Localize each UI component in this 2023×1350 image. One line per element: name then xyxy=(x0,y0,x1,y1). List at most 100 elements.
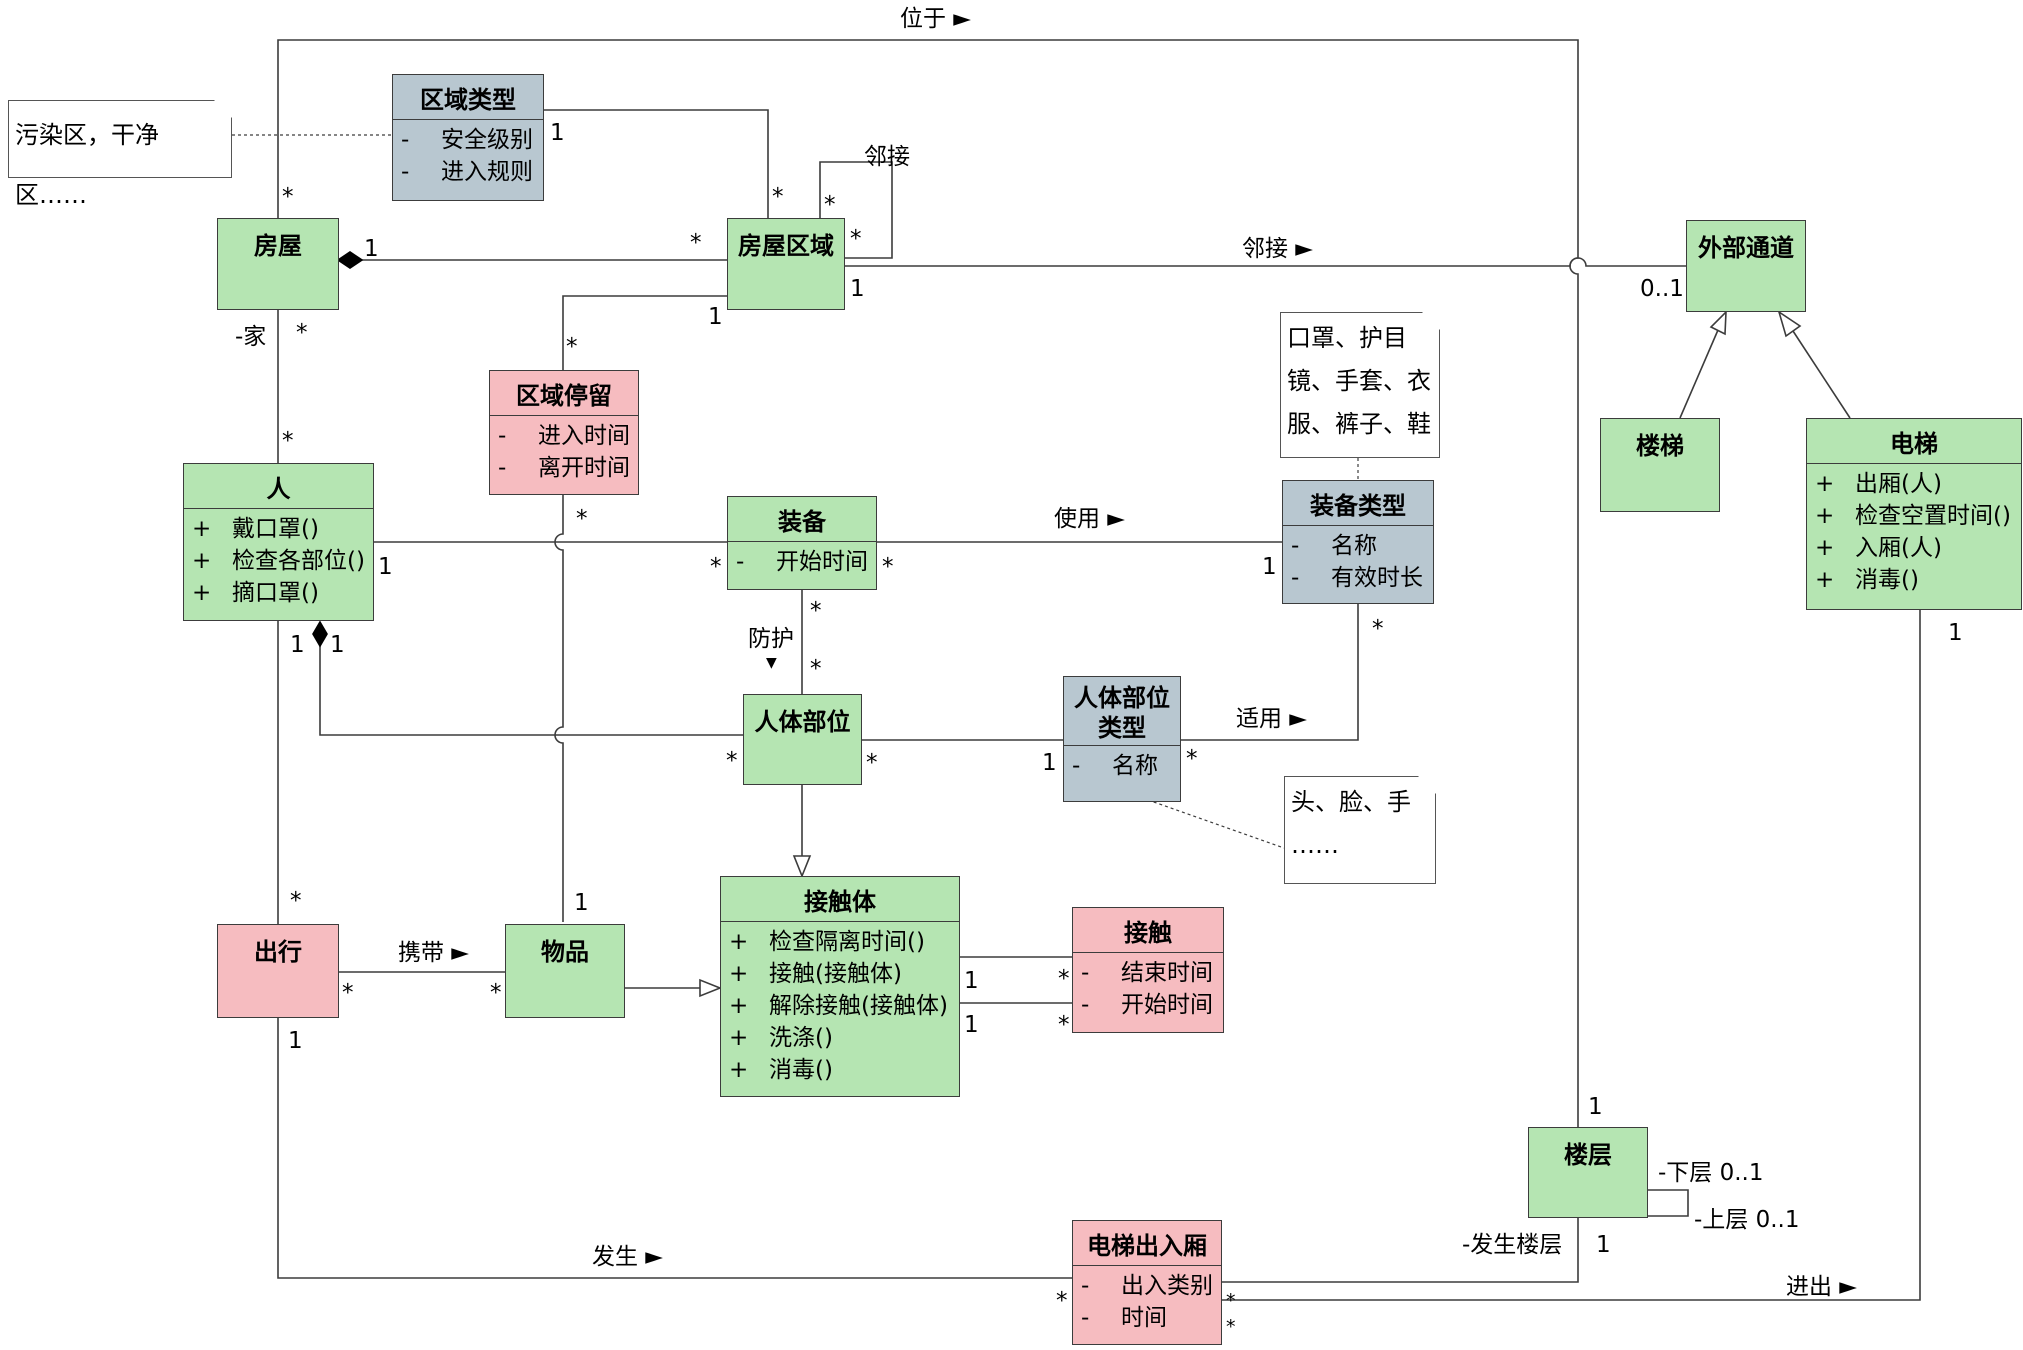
op-visibility: + xyxy=(729,1025,749,1051)
assoc-label-fanghu: 防护 xyxy=(748,626,794,652)
mult-fangwu-comp-1: 1 xyxy=(364,236,379,262)
attr-name: 有效时长 xyxy=(1331,565,1423,591)
assoc-louceng-xiang-line xyxy=(1222,1218,1579,1283)
class-quyu-tingliu[interactable]: 区域停留 -进入时间 -离开时间 xyxy=(489,370,639,495)
note-buwei-liebiao: 头、脸、手 …… xyxy=(1284,775,1437,884)
mult-quyu-right-1: 1 xyxy=(850,276,865,302)
class-renti-buwei-leixing[interactable]: 人体部位类型 -名称 xyxy=(1063,676,1181,802)
note-wuran: 污染区，干净区…… xyxy=(8,99,233,209)
attr-name: 时间 xyxy=(1121,1305,1167,1331)
mult-jiechu-left-1b: 1 xyxy=(964,1012,979,1038)
class-dianti[interactable]: 电梯 +出厢(人) +检查空置时间() +入厢(人) +消毒() xyxy=(1806,418,2022,610)
op-name: 消毒() xyxy=(769,1057,833,1083)
attr-name: 开始时间 xyxy=(776,549,868,575)
role-jia: -家 xyxy=(235,324,267,350)
gen-triangle-wupin xyxy=(699,978,723,998)
class-jiechu[interactable]: 接触 -结束时间 -开始时间 xyxy=(1072,907,1224,1033)
attr-visibility: - xyxy=(1291,565,1300,591)
mult-zhuangbei-left-many: * xyxy=(710,554,722,580)
class-name: 人 xyxy=(266,475,291,503)
op-name: 洗涤() xyxy=(769,1025,833,1051)
mult-fangwu-top-many: * xyxy=(282,184,294,210)
class-zhuangbei-leixing[interactable]: 装备类型 -名称 -有效时长 xyxy=(1282,480,1434,604)
composition-diamond-fangwu xyxy=(336,251,364,269)
mult-xiang-right-many-b: * xyxy=(1226,1316,1236,1338)
mult-tingliu-top-many: * xyxy=(566,334,578,360)
mult-leixing-bottom-many: * xyxy=(1372,616,1384,642)
op-visibility: + xyxy=(192,516,212,542)
mult-quyu-top-many: * xyxy=(772,184,784,210)
class-waibu-tongdao[interactable]: 外部通道 xyxy=(1686,220,1806,312)
assoc-tingliu-wupin-line xyxy=(554,495,564,922)
association-lines xyxy=(232,39,1921,1301)
op-name: 接触(接触体) xyxy=(769,961,902,987)
class-name: 区域类型 xyxy=(420,86,516,114)
op-name: 摘口罩() xyxy=(232,580,319,606)
op-visibility: + xyxy=(729,929,749,955)
note-zhuangbei-liebiao: 口罩、护目 镜、手套、衣 服、裤子、鞋 xyxy=(1280,311,1441,458)
op-name: 出厢(人) xyxy=(1855,471,1942,497)
class-dianti-churuxiang[interactable]: 电梯出入厢 -出入类别 -时间 xyxy=(1072,1220,1222,1345)
mult-xiang-right-many-a: * xyxy=(1226,1290,1236,1312)
mult-waibu-01: 0..1 xyxy=(1640,276,1684,302)
class-name: 物品 xyxy=(541,938,589,966)
attr-name: 结束时间 xyxy=(1121,960,1213,986)
gen-triangle-louti xyxy=(1709,309,1727,336)
note-line: 口罩、护目 xyxy=(1287,324,1407,352)
class-louti[interactable]: 楼梯 xyxy=(1600,418,1720,512)
mult-buweileixing-left-1: 1 xyxy=(1042,750,1057,776)
op-name: 戴口罩() xyxy=(232,516,319,542)
mult-leixing-left-1: 1 xyxy=(1262,554,1277,580)
op-name: 检查隔离时间() xyxy=(769,929,925,955)
attr-name: 开始时间 xyxy=(1121,992,1213,1018)
class-name: 出行 xyxy=(254,938,302,966)
assoc-label-shiyong2: 适用 ► xyxy=(1236,706,1307,732)
attr-name: 离开时间 xyxy=(538,455,630,481)
class-name: 接触 xyxy=(1124,919,1172,947)
assoc-ren-buwei-line xyxy=(319,646,743,736)
class-renti-buwei[interactable]: 人体部位 xyxy=(743,694,862,785)
op-visibility: + xyxy=(1815,567,1835,593)
class-wupin[interactable]: 物品 xyxy=(505,924,625,1018)
attr-name: 进入规则 xyxy=(441,159,533,185)
class-jiechuti[interactable]: 接触体 +检查隔离时间() +接触(接触体) +解除接触(接触体) +洗涤() … xyxy=(720,876,960,1097)
mult-quyu-tingliu-1: 1 xyxy=(708,304,723,330)
mult-wupin-top-1: 1 xyxy=(574,890,589,916)
mult-jiechu-left-1a: 1 xyxy=(964,968,979,994)
op-name: 解除接触(接触体) xyxy=(769,993,948,1019)
mult-buwei-left-many: * xyxy=(726,748,738,774)
attr-name: 名称 xyxy=(1112,753,1158,779)
assoc-label-fanghu-arrow: ▼ xyxy=(766,655,777,671)
class-chuxing[interactable]: 出行 xyxy=(217,924,339,1018)
role-fasheng-louceng: -发生楼层 xyxy=(1462,1232,1563,1258)
op-visibility: + xyxy=(192,580,212,606)
attr-visibility: - xyxy=(401,127,410,153)
assoc-label-xiedai: 携带 ► xyxy=(398,940,469,966)
class-ren[interactable]: 人 +戴口罩() +检查各部位() +摘口罩() xyxy=(183,463,374,621)
op-name: 检查空置时间() xyxy=(1855,503,2011,529)
class-fangwu[interactable]: 房屋 xyxy=(217,218,339,310)
class-louceng[interactable]: 楼层 xyxy=(1528,1127,1648,1218)
mult-louceng-bottom-1: 1 xyxy=(1596,1232,1611,1258)
assoc-quyuleixing-line xyxy=(544,109,769,220)
op-visibility: + xyxy=(729,1057,749,1083)
attr-visibility: - xyxy=(498,423,507,449)
mult-ren-bottom-1: 1 xyxy=(290,632,305,658)
class-name: 装备 xyxy=(778,508,826,536)
note-text: 污染区，干净区…… xyxy=(15,121,159,209)
assoc-louceng-self-line xyxy=(1648,1189,1689,1217)
class-quyu-leixing[interactable]: 区域类型 -安全级别 -进入规则 xyxy=(392,74,544,201)
mult-quyu-left-many: * xyxy=(690,230,702,256)
attr-visibility: - xyxy=(498,455,507,481)
note-line: …… xyxy=(1291,831,1339,859)
class-fangwu-quyu[interactable]: 房屋区域 xyxy=(727,218,845,310)
note-line: 头、脸、手 xyxy=(1291,788,1411,816)
assoc-label-jinchu: 进出 ► xyxy=(1786,1274,1857,1300)
op-visibility: + xyxy=(729,961,749,987)
class-zhuangbei[interactable]: 装备 -开始时间 xyxy=(727,496,877,590)
mult-chuxing-top-many: * xyxy=(290,888,302,914)
mult-zhuangbei-right-many: * xyxy=(882,554,894,580)
mult-ren-comp-1: 1 xyxy=(330,632,345,658)
assoc-self-linjie-line xyxy=(819,161,893,259)
op-visibility: + xyxy=(1815,503,1835,529)
